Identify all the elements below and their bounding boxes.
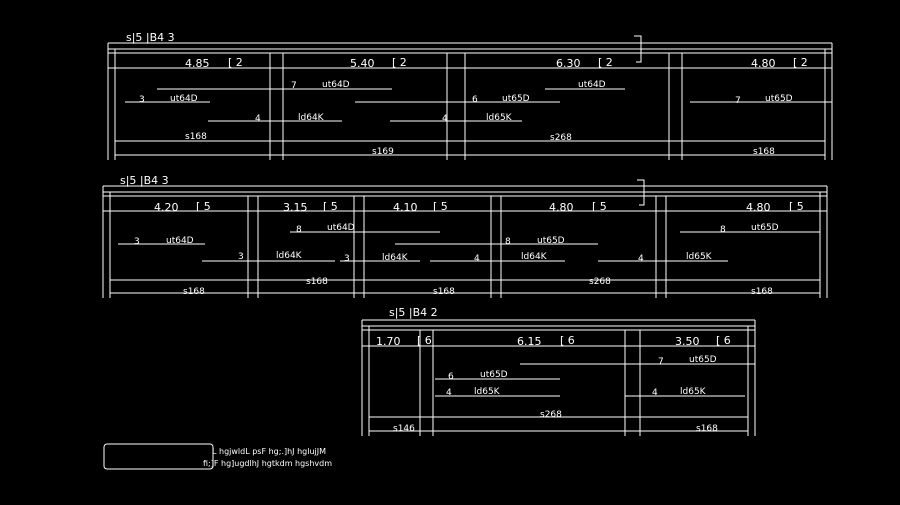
rebar-num: 3 (238, 252, 244, 262)
span-count: [ 5 (592, 200, 607, 213)
span-count: [ 2 (228, 56, 243, 69)
rebar-label: ut64D (327, 223, 355, 233)
span-count: [ 5 (789, 200, 804, 213)
span-count: [ 5 (433, 200, 448, 213)
rebar-num: 7 (735, 96, 741, 106)
rebar-num: 3 (344, 254, 350, 264)
hook-mark (637, 179, 645, 206)
stirrup-label: s268 (550, 133, 572, 143)
beam-2: s|5 |B4 3 4.20 [ 5 3.15 [ 5 4.10 [ 5 4.8… (102, 174, 828, 298)
stirrup-label: s168 (696, 424, 718, 434)
rebar-label: ut64D (170, 94, 198, 104)
rebar-label: ut65D (765, 94, 793, 104)
span-count: [ 6 (560, 334, 575, 347)
rebar-num: 6 (448, 372, 454, 382)
rebar-num: 8 (505, 237, 511, 247)
span-length: 1.70 (376, 335, 401, 348)
rebar-num: 4 (446, 388, 452, 398)
rebar-num: 8 (296, 225, 302, 235)
rebar-num: 7 (291, 81, 297, 91)
beam-3: s|5 |B4 2 1.70 [ 6 6.15 [ 6 3.50 [ 6 7 u… (361, 306, 756, 436)
rebar-label: ut64D (166, 236, 194, 246)
stirrup-label: s168 (751, 287, 773, 297)
rebar-num: 3 (139, 95, 145, 105)
stirrup-label: s268 (589, 277, 611, 287)
rebar-label: ld65K (486, 113, 513, 123)
span-count: [ 2 (392, 56, 407, 69)
rebar-num: 3 (134, 237, 140, 247)
span-count: [ 6 (417, 334, 432, 347)
stirrup-label: s268 (540, 410, 562, 420)
span-count: [ 2 (793, 56, 808, 69)
stirrup-label: s146 (393, 424, 415, 434)
span-length: 6.30 (556, 57, 581, 70)
rebar-num: 8 (720, 225, 726, 235)
rebar-label: ut65D (537, 236, 565, 246)
span-count: [ 2 (598, 56, 613, 69)
rebar-num: 4 (474, 254, 480, 264)
rebar-num: 4 (638, 254, 644, 264)
rebar-num: 4 (652, 388, 658, 398)
stirrup-label: s168 (433, 287, 455, 297)
rebar-num: 7 (658, 357, 664, 367)
rebar-label: ld64K (276, 251, 303, 261)
legend-line-1: L hgjwldL psF hg;.]hJ hglujJM (212, 447, 326, 456)
span-count: [ 6 (716, 334, 731, 347)
stirrup-label: s168 (753, 147, 775, 157)
rebar-label: ut64D (578, 80, 606, 90)
span-count: [ 5 (196, 200, 211, 213)
beam-1: s|5 |B4 3 4.85 [ 2 5.40 [ 2 6.30 [ 2 4.8… (107, 31, 833, 160)
span-length: 4.80 (751, 57, 776, 70)
legend-box (103, 443, 214, 470)
rebar-num: 6 (472, 95, 478, 105)
rebar-label: ld65K (474, 387, 501, 397)
rebar-label: ut65D (480, 370, 508, 380)
stirrup-label: s169 (372, 147, 394, 157)
span-count: [ 5 (323, 200, 338, 213)
rebar-num: 4 (442, 114, 448, 124)
hook-mark (634, 35, 642, 63)
stirrup-label: s168 (185, 132, 207, 142)
rebar-num: 4 (255, 114, 261, 124)
legend: L hgjwldL psF hg;.]hJ hglujJM fi;]F hg]u… (103, 443, 332, 470)
rebar-label: ut65D (502, 94, 530, 104)
stirrup-label: s168 (183, 287, 205, 297)
span-length: 4.10 (393, 201, 418, 214)
span-length: 4.85 (185, 57, 210, 70)
beam-1-title: s|5 |B4 3 (126, 31, 175, 44)
rebar-label: ut64D (322, 80, 350, 90)
beam-3-title: s|5 |B4 2 (389, 306, 438, 319)
rebar-label: ut65D (689, 355, 717, 365)
rebar-label: ld65K (680, 387, 707, 397)
span-length: 5.40 (350, 57, 375, 70)
span-length: 4.20 (154, 201, 179, 214)
rebar-label: ld64K (521, 252, 548, 262)
span-length: 4.80 (746, 201, 771, 214)
stirrup-label: s168 (306, 277, 328, 287)
span-length: 3.15 (283, 201, 308, 214)
span-length: 6.15 (517, 335, 542, 348)
span-length: 4.80 (549, 201, 574, 214)
rebar-label: ld64K (298, 113, 325, 123)
rebar-label: ld64K (382, 253, 409, 263)
beam-2-title: s|5 |B4 3 (120, 174, 169, 187)
legend-line-2: fi;]F hg]ugdlhJ hgtkdm hgshvdm (203, 459, 332, 468)
span-length: 3.50 (675, 335, 700, 348)
rebar-label: ld65K (686, 252, 713, 262)
rebar-label: ut65D (751, 223, 779, 233)
